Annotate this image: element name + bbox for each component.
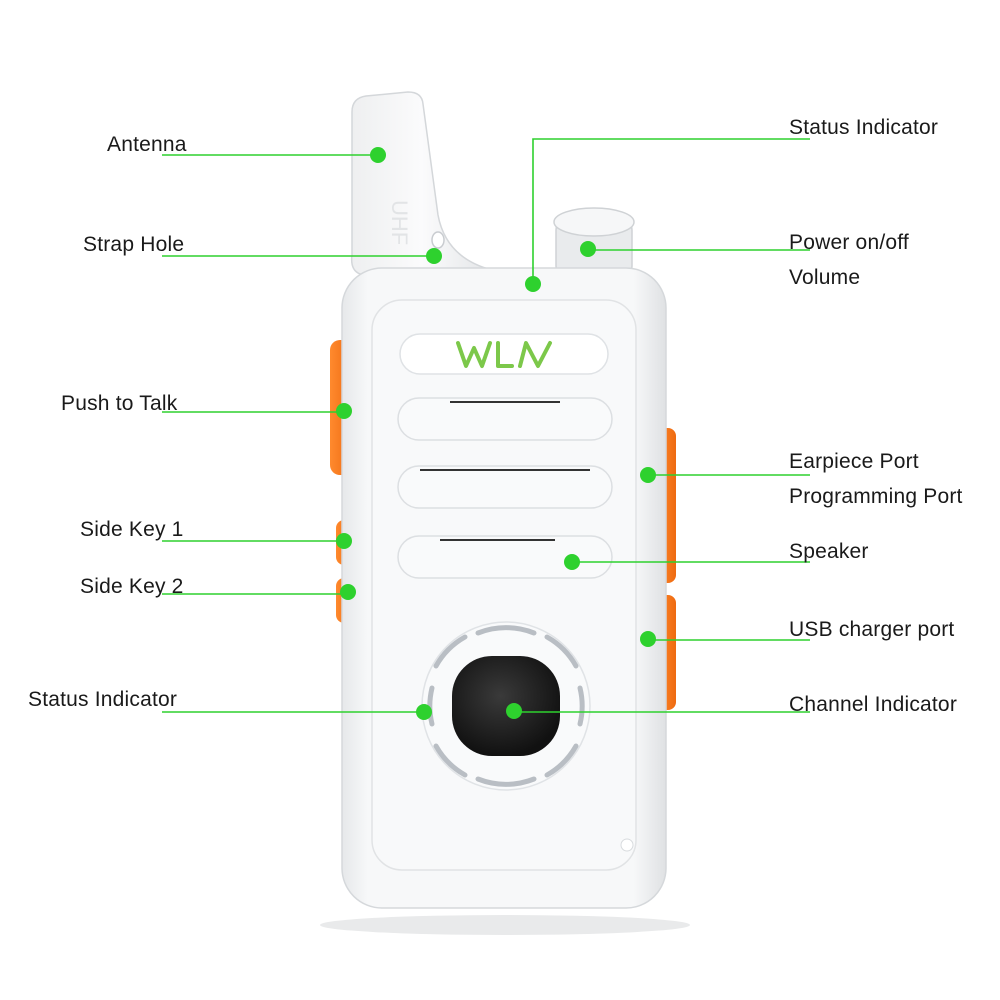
label-power-on-off: Power on/off <box>789 231 909 254</box>
label-volume: Volume <box>789 266 861 289</box>
logo-plate <box>399 333 609 375</box>
callout-dot-side-key-1 <box>336 533 352 549</box>
label-status-indicator-left: Status Indicator <box>28 688 178 711</box>
callout-dot-channel-indicator <box>506 703 522 719</box>
label-channel-indicator: Channel Indicator <box>789 693 958 716</box>
channel-indicator-ring <box>427 625 585 787</box>
label-strap-hole: Strap Hole <box>83 233 185 256</box>
callout-dot-side-key-2 <box>340 584 356 600</box>
callout-dot-status-indicator-top <box>525 276 541 292</box>
channel-knob <box>452 656 560 756</box>
label-antenna: Antenna <box>107 133 187 156</box>
callout-lines <box>162 138 810 713</box>
strap-hole <box>431 231 445 249</box>
callout-dots <box>336 147 656 720</box>
antenna-marking: UHF <box>387 200 412 245</box>
callout-dot-usb <box>640 631 656 647</box>
speaker-slot-2 <box>397 465 613 509</box>
volume-knob-top <box>553 207 635 237</box>
ground-shadow <box>320 915 690 935</box>
callout-dot-status-indicator-left <box>416 704 432 720</box>
callout-line-status-indicator-top <box>532 138 810 284</box>
label-programming-port: Programming Port <box>789 485 963 508</box>
label-speaker: Speaker <box>789 540 869 563</box>
label-earpiece-port: Earpiece Port <box>789 450 919 473</box>
callout-dot-speaker <box>564 554 580 570</box>
antenna <box>350 91 493 275</box>
callout-dot-power-volume <box>580 241 596 257</box>
brand-logo <box>456 341 552 368</box>
label-side-key-1: Side Key 1 <box>80 518 184 541</box>
microphone-hole <box>620 838 634 852</box>
callout-dot-antenna <box>370 147 386 163</box>
label-side-key-2: Side Key 2 <box>80 575 184 598</box>
callout-dot-strap-hole <box>426 248 442 264</box>
label-usb-charger-port: USB charger port <box>789 618 955 641</box>
speaker-slot-1 <box>397 397 613 441</box>
callout-dot-earpiece <box>640 467 656 483</box>
label-status-indicator-top: Status Indicator <box>789 116 939 139</box>
callout-dot-push-to-talk <box>336 403 352 419</box>
speaker-slot-3 <box>397 535 613 579</box>
label-push-to-talk: Push to Talk <box>61 392 178 415</box>
